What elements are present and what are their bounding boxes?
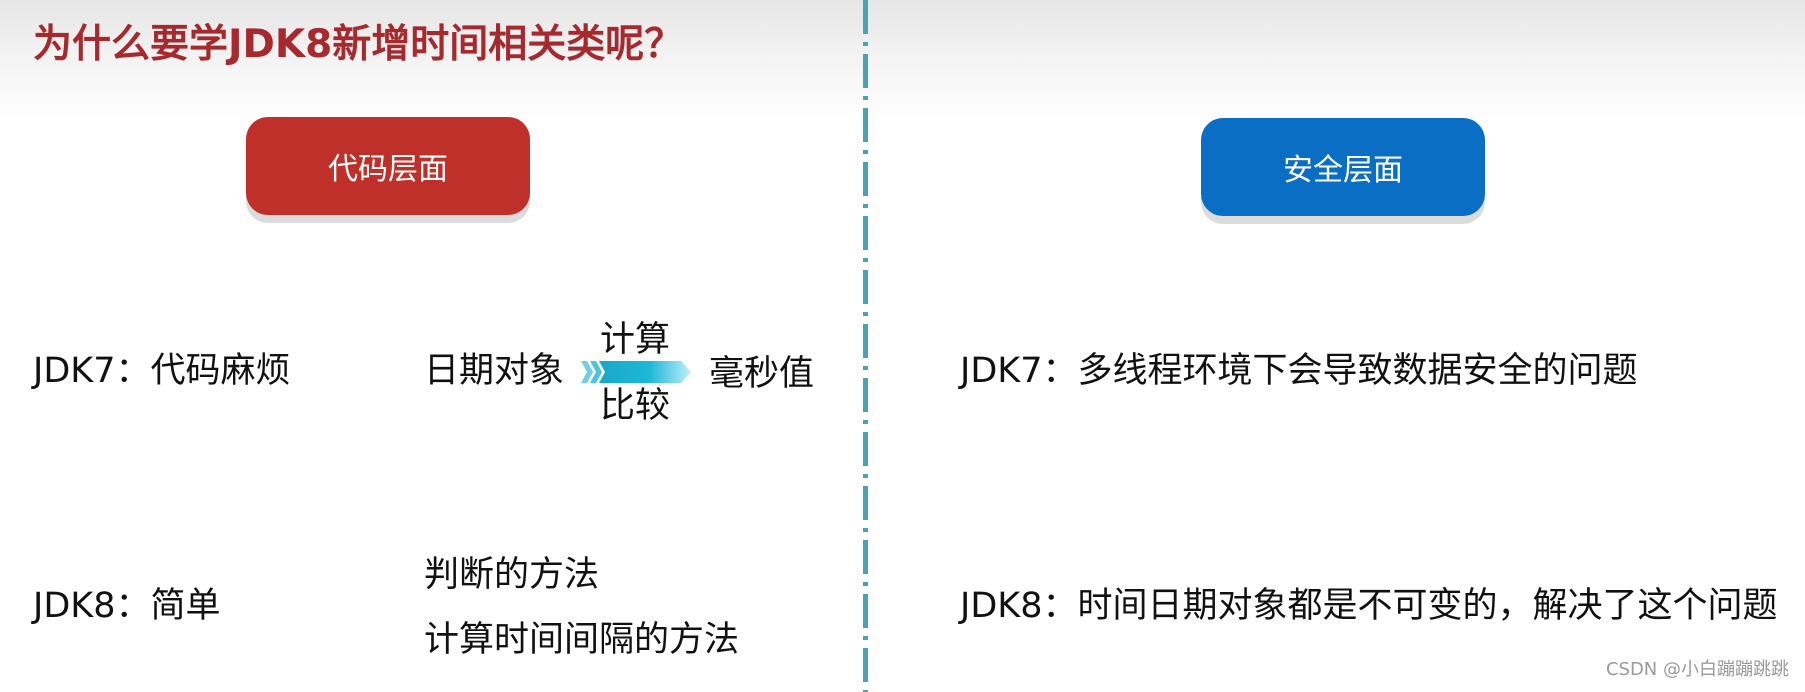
code-level-label: 代码层面 bbox=[328, 152, 448, 187]
conversion-arrow-icon bbox=[581, 361, 691, 383]
diagram-bottom-label: 比较 bbox=[600, 386, 671, 426]
jdk8-point-interval: 计算时间间隔的方法 bbox=[424, 620, 740, 660]
diagram-top-label: 计算 bbox=[600, 320, 671, 360]
security-level-header: 安全层面 bbox=[1201, 118, 1485, 216]
left-jdk8-label: JDK8：简单 bbox=[33, 586, 221, 626]
diagram-to: 毫秒值 bbox=[709, 354, 815, 394]
diagram-from: 日期对象 bbox=[424, 351, 565, 391]
left-jdk7-label: JDK7：代码麻烦 bbox=[33, 351, 291, 391]
header-band bbox=[0, 0, 1805, 125]
watermark: CSDN @小白蹦蹦跳跳 bbox=[1605, 659, 1789, 680]
right-jdk7-text: JDK7：多线程环境下会导致数据安全的问题 bbox=[960, 351, 1638, 391]
right-jdk8-text: JDK8：时间日期对象都是不可变的，解决了这个问题 bbox=[960, 586, 1778, 626]
center-divider bbox=[863, 0, 868, 692]
code-level-header: 代码层面 bbox=[246, 117, 530, 215]
jdk8-point-judge: 判断的方法 bbox=[424, 555, 600, 595]
slide-title: 为什么要学JDK8新增时间相关类呢？ bbox=[33, 22, 684, 67]
security-level-label: 安全层面 bbox=[1283, 153, 1403, 188]
